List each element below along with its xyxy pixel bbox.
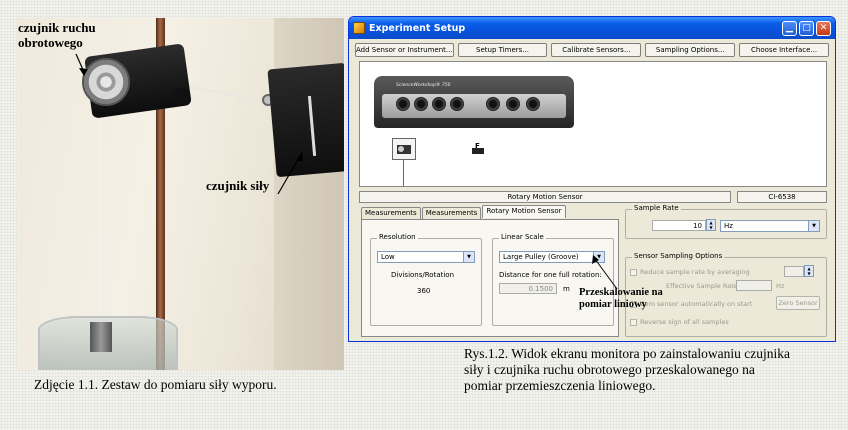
rotary-sensor-icon[interactable]: [392, 138, 416, 160]
submerged-weight: [90, 322, 112, 352]
zero-sensor-button[interactable]: Zero Sensor: [776, 296, 820, 310]
effective-rate-label: Effective Sample Rate: [666, 282, 738, 290]
resolution-group: Resolution Low ▼ Divisions/Rotation 360: [370, 233, 482, 326]
linear-scale-group: Linear Scale Large Pulley (Groove) ▼ Dis…: [492, 233, 614, 326]
digital-port-2[interactable]: [414, 97, 428, 111]
resolution-value: Low: [381, 253, 395, 261]
setup-canvas: ScienceWorkshop® 750 F: [359, 61, 827, 187]
calibrate-sensors-button[interactable]: Calibrate Sensors...: [551, 43, 642, 57]
sensor-sampling-group: Sensor Sampling Options Reduce sample ra…: [625, 252, 827, 337]
averaging-input[interactable]: [784, 266, 804, 277]
sensor-name: Rotary Motion Sensor: [359, 191, 731, 203]
sensor-sampling-label: Sensor Sampling Options: [632, 252, 725, 260]
sensor-knob: [174, 88, 190, 104]
pulley-icon: [82, 58, 130, 106]
force-arrow-line: [277, 155, 301, 195]
linear-scale-value: Large Pulley (Groove): [503, 253, 579, 261]
sensor-status-row: Rotary Motion Sensor CI-6538: [359, 191, 827, 203]
checkbox-box[interactable]: [630, 268, 637, 276]
sample-rate-label: Sample Rate: [632, 204, 681, 212]
close-button[interactable]: ✕: [816, 20, 831, 36]
force-sensor-icon[interactable]: F: [470, 142, 486, 161]
chevron-down-icon[interactable]: ▼: [593, 252, 604, 262]
photo-caption: Zdjęcie 1.1. Zestaw do pomiaru siły wypo…: [34, 377, 277, 392]
checkbox-box[interactable]: [630, 300, 637, 308]
sample-rate-input[interactable]: 10: [652, 220, 706, 231]
choose-interface-button[interactable]: Choose Interface...: [739, 43, 830, 57]
resolution-select[interactable]: Low ▼: [377, 251, 475, 263]
toolbar: Add Sensor or Instrument... Setup Timers…: [349, 39, 835, 61]
annotation-arrows: [75, 53, 303, 195]
sampling-panel: Sample Rate 10 ▲▼ Hz ▼ Sensor Sampling O…: [625, 204, 829, 337]
chevron-down-icon[interactable]: ▼: [463, 252, 474, 262]
apparatus-photo: czujnik ruchu obrotowego czujnik siły: [18, 18, 344, 370]
experiment-setup-window: Experiment Setup ▁ □ ✕ Add Sensor or Ins…: [348, 16, 836, 342]
analog-port-b[interactable]: [506, 97, 520, 111]
sensor-code: CI-6538: [737, 191, 827, 203]
resolution-label: Resolution: [377, 233, 418, 241]
zero-auto-checkbox[interactable]: Zero sensor automatically on start: [630, 300, 752, 308]
rescale-annotation: Przeskalowanie na pomiar liniowy: [579, 287, 663, 310]
chevron-down-icon[interactable]: ▼: [808, 221, 819, 231]
analog-port-c[interactable]: [526, 97, 540, 111]
svg-text:F: F: [475, 142, 480, 150]
sampling-options-button[interactable]: Sampling Options...: [645, 43, 736, 57]
sensor-connection-line: [403, 160, 404, 186]
vertical-thread: [100, 98, 101, 323]
sample-rate-group: Sample Rate 10 ▲▼ Hz ▼: [625, 204, 827, 239]
zero-auto-label: Zero sensor automatically on start: [640, 300, 753, 308]
digital-port-4[interactable]: [450, 97, 464, 111]
tab-measurements-1[interactable]: Measurements: [361, 207, 421, 220]
stand-rod: [156, 18, 165, 370]
sample-rate-spinner[interactable]: ▲▼: [706, 219, 716, 231]
rotary-sensor-panel: Resolution Low ▼ Divisions/Rotation 360 …: [361, 219, 619, 337]
reduce-rate-label: Reduce sample rate by averaging: [640, 268, 750, 276]
averaging-spinner[interactable]: ▲▼: [804, 265, 814, 277]
distance-input[interactable]: 0.1500: [499, 283, 557, 294]
reduce-rate-checkbox[interactable]: Reduce sample rate by averaging: [630, 268, 750, 276]
reverse-sign-checkbox[interactable]: Reverse sign of all samples: [630, 318, 729, 326]
reverse-sign-label: Reverse sign of all samples: [640, 318, 729, 326]
effective-rate-field: [736, 280, 772, 291]
setup-timers-button[interactable]: Setup Timers...: [457, 43, 548, 57]
effective-rate-row: Effective Sample Rate: [666, 282, 738, 290]
minimize-button[interactable]: ▁: [782, 20, 797, 36]
sample-rate-unit-select[interactable]: Hz ▼: [720, 220, 820, 232]
force-arrow-head: [296, 152, 303, 161]
linear-scale-label: Linear Scale: [499, 233, 546, 241]
label-rotary-sensor: czujnik ruchu obrotowego: [18, 20, 96, 50]
digital-port-1[interactable]: [396, 97, 410, 111]
tab-measurements-2[interactable]: Measurements: [421, 207, 482, 220]
digital-port-3[interactable]: [432, 97, 446, 111]
label-force-sensor: czujnik siły: [206, 178, 270, 193]
distance-unit: m: [563, 285, 570, 293]
interface-brand: ScienceWorkshop® 750: [396, 83, 451, 88]
sample-rate-unit: Hz: [724, 222, 733, 230]
maximize-button[interactable]: □: [799, 20, 814, 36]
checkbox-box[interactable]: [630, 318, 637, 326]
distance-label: Distance for one full rotation:: [499, 271, 602, 279]
add-sensor-button[interactable]: Add Sensor or Instrument...: [355, 43, 454, 57]
divisions-label: Divisions/Rotation: [391, 271, 455, 279]
screen-caption: Rys.1.2. Widok ekranu monitora po zainst…: [464, 346, 790, 393]
window-titlebar[interactable]: Experiment Setup ▁ □ ✕: [349, 17, 835, 39]
app-icon: [353, 22, 365, 34]
interface-device-icon[interactable]: ScienceWorkshop® 750: [374, 76, 574, 128]
window-title: Experiment Setup: [369, 22, 466, 34]
divisions-value: 360: [417, 287, 431, 295]
sensor-tabs: Measurements Measurements Rotary Motion …: [361, 205, 566, 220]
rotary-arrow-head: [79, 68, 88, 76]
effective-rate-unit: Hz: [776, 282, 785, 290]
linear-scale-select[interactable]: Large Pulley (Groove) ▼: [499, 251, 605, 263]
analog-port-a[interactable]: [486, 97, 500, 111]
tab-rotary-motion-sensor[interactable]: Rotary Motion Sensor: [482, 205, 566, 218]
